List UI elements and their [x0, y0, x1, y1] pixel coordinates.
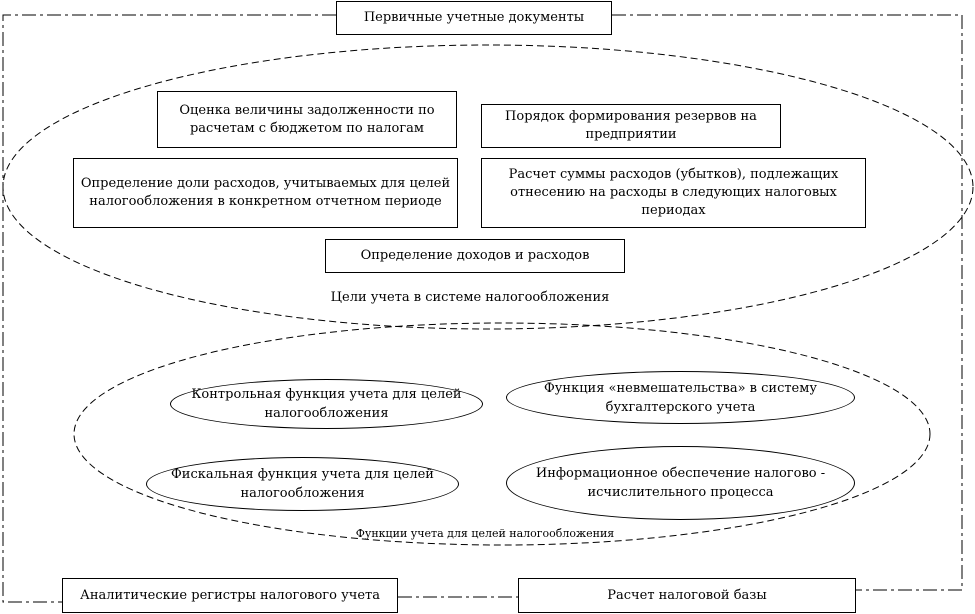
analytical-registers-box: Аналитические регистры налогового учета — [62, 578, 398, 613]
function-info-support: Информационное обеспечение налогово - ис… — [506, 446, 855, 520]
goal-expense-share: Определение доли расходов, учитываемых д… — [73, 158, 458, 228]
outer-frame — [2, 14, 336, 603]
function-non-interference: Функция «невмешательства» в систему бухг… — [506, 371, 855, 424]
goal-debt-assessment: Оценка величины задолженности по расчета… — [157, 91, 457, 148]
function-fiscal: Фискальная функция учета для целей налог… — [146, 457, 459, 511]
goal-reserves-order: Порядок формирования резервов на предпри… — [481, 104, 781, 148]
tax-base-calculation-box: Расчет налоговой базы — [518, 578, 856, 613]
goals-ellipse — [2, 44, 974, 330]
goal-income-expense: Определение доходов и расходов — [325, 239, 625, 273]
goals-caption: Цели учета в системе налогообложения — [330, 290, 610, 305]
functions-caption: Функции учета для целей налогообложения — [355, 527, 615, 540]
function-control: Контрольная функция учета для целей нало… — [170, 379, 483, 429]
functions-ellipse — [73, 322, 931, 546]
outer-frame-right — [612, 14, 963, 591]
primary-documents-box: Первичные учетные документы — [336, 1, 612, 35]
goal-loss-calculation: Расчет суммы расходов (убытков), подлежа… — [481, 158, 866, 228]
